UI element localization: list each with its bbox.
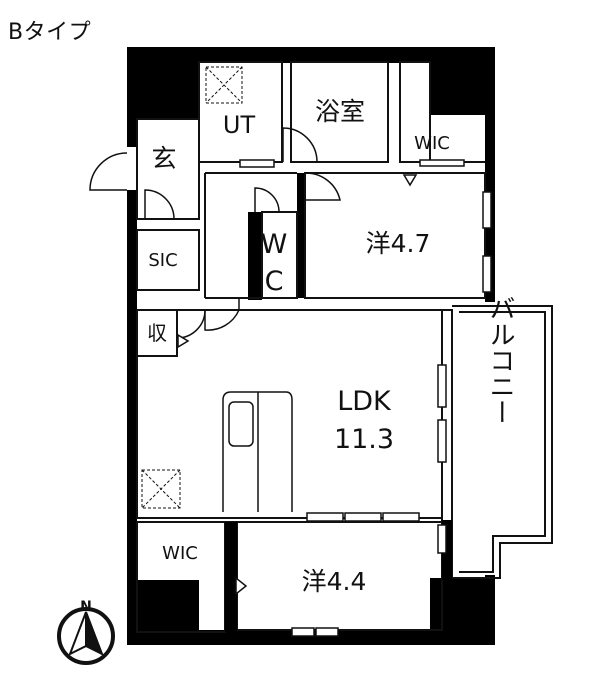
wc-label-top: W xyxy=(261,229,288,260)
wc-label-bottom: C xyxy=(265,266,284,297)
balcony-label: バルコニー xyxy=(485,295,515,425)
windows xyxy=(239,159,492,637)
north-label: N xyxy=(80,599,92,615)
entrance-label: 玄 xyxy=(151,144,176,173)
kitchen-counter xyxy=(222,391,293,512)
door-swings xyxy=(89,127,341,339)
outer-walls xyxy=(127,47,495,645)
bath-label: 浴室 xyxy=(315,97,365,126)
north-arrow-icon: N xyxy=(57,599,115,665)
vent-markers xyxy=(141,66,243,509)
storage-label: 収 xyxy=(147,321,167,345)
wic-top-label: WIC xyxy=(414,133,450,154)
door-markers xyxy=(177,174,418,596)
ldk-label: LDK xyxy=(337,386,392,417)
utility-label: UT xyxy=(223,111,256,139)
western-room-2-label: 洋4.4 xyxy=(302,567,367,596)
sic-label: SIC xyxy=(148,250,177,271)
ldk-size-label: 11.3 xyxy=(334,424,394,455)
wall-fills xyxy=(225,520,452,632)
western-room-1-label: 洋4.7 xyxy=(366,229,431,258)
balcony-outline xyxy=(452,305,553,579)
wic-bottom-label: WIC xyxy=(162,543,198,564)
plan-type-title: Bタイプ xyxy=(8,20,92,45)
